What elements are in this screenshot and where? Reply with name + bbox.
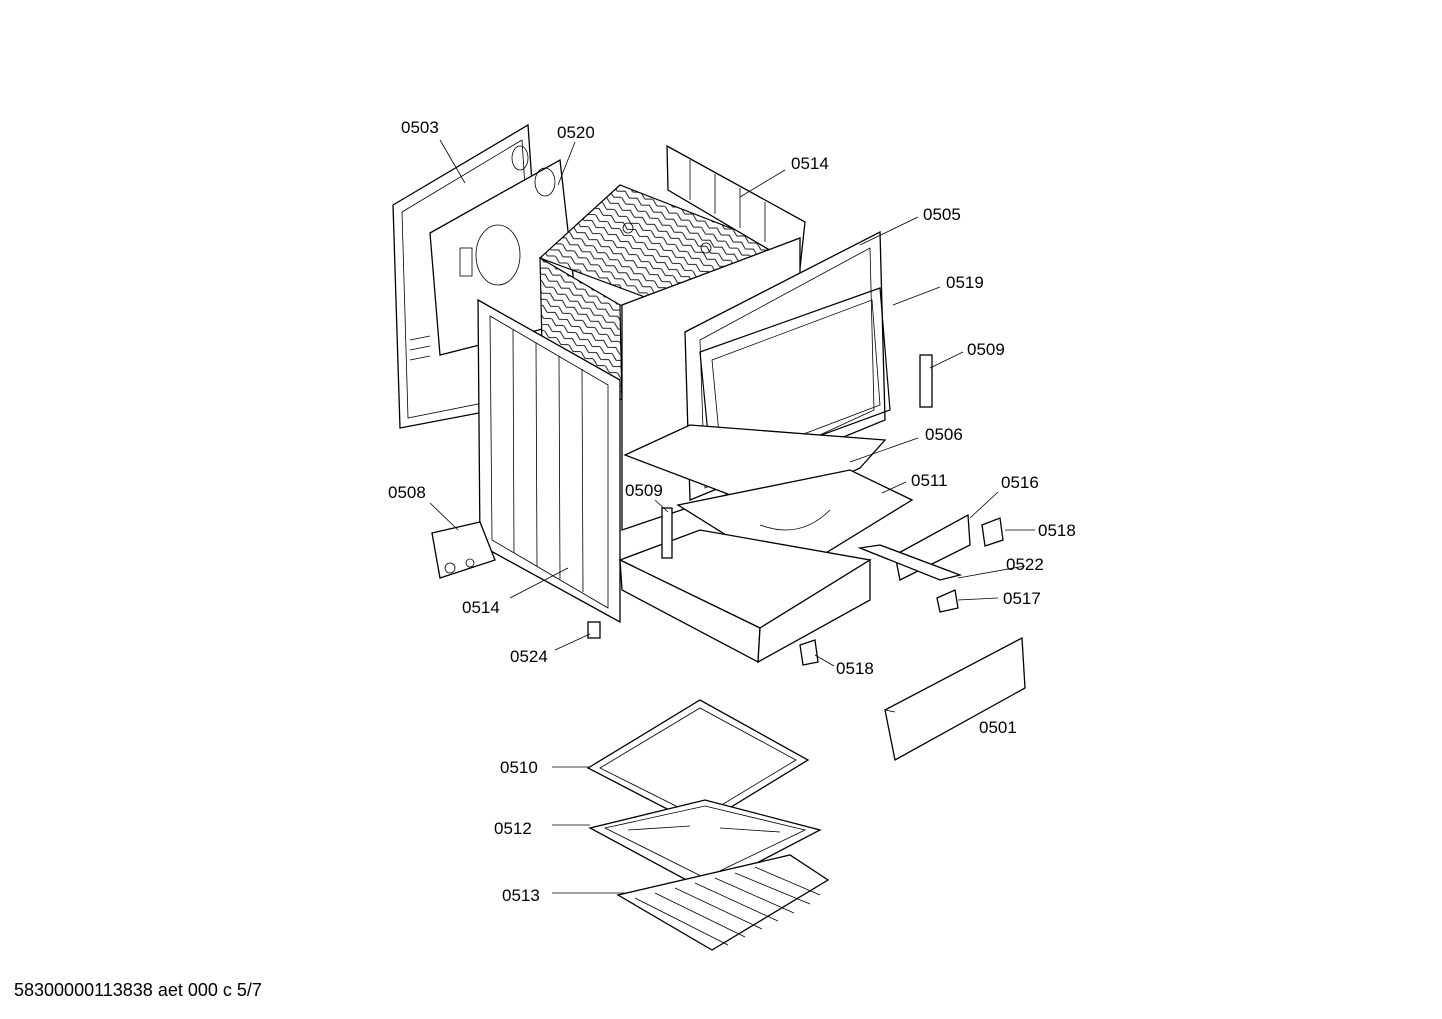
base-frame [618,529,872,664]
label-0506: 0506 [925,425,963,444]
label-0516: 0516 [1001,473,1039,492]
drawing-reference: 58300000113838 aet 000 c 5/7 [14,980,262,1000]
hinge-0509-right [919,354,933,408]
label-0522: 0522 [1006,555,1044,574]
label-0524: 0524 [510,647,548,666]
label-0512: 0512 [494,819,532,838]
slide-0522 [857,544,963,581]
label-0519: 0519 [946,273,984,292]
plinth-0501 [884,636,1026,761]
wire-rack-0513 [616,854,830,951]
deep-pan-0512 [588,799,822,891]
foot-0524 [587,621,601,639]
label-0510: 0510 [500,758,538,777]
label-0505: 0505 [923,205,961,224]
baking-tray-0510 [586,699,810,827]
bracket-0508 [431,521,496,579]
label-0509-right: 0509 [967,340,1005,359]
label-0520: 0520 [557,123,595,142]
label-0511: 0511 [911,471,948,490]
label-0514-top: 0514 [791,154,829,173]
label-0517: 0517 [1003,589,1041,608]
label-0513: 0513 [502,886,540,905]
label-0509-left: 0509 [625,481,663,500]
clip-0517 [936,589,959,613]
label-0514-bottom: 0514 [462,598,500,617]
clip-0518-bottom [799,639,819,666]
hinge-0509-left [661,507,673,559]
side-panel-0514-bottom [477,298,621,624]
label-0501: 0501 [979,718,1017,737]
leader-lines [429,139,1035,894]
label-0518-bottom: 0518 [836,659,874,678]
label-0503: 0503 [401,118,439,137]
label-0518-right: 0518 [1038,521,1076,540]
clip-0518-right [981,517,1004,547]
label-0508: 0508 [388,483,426,502]
